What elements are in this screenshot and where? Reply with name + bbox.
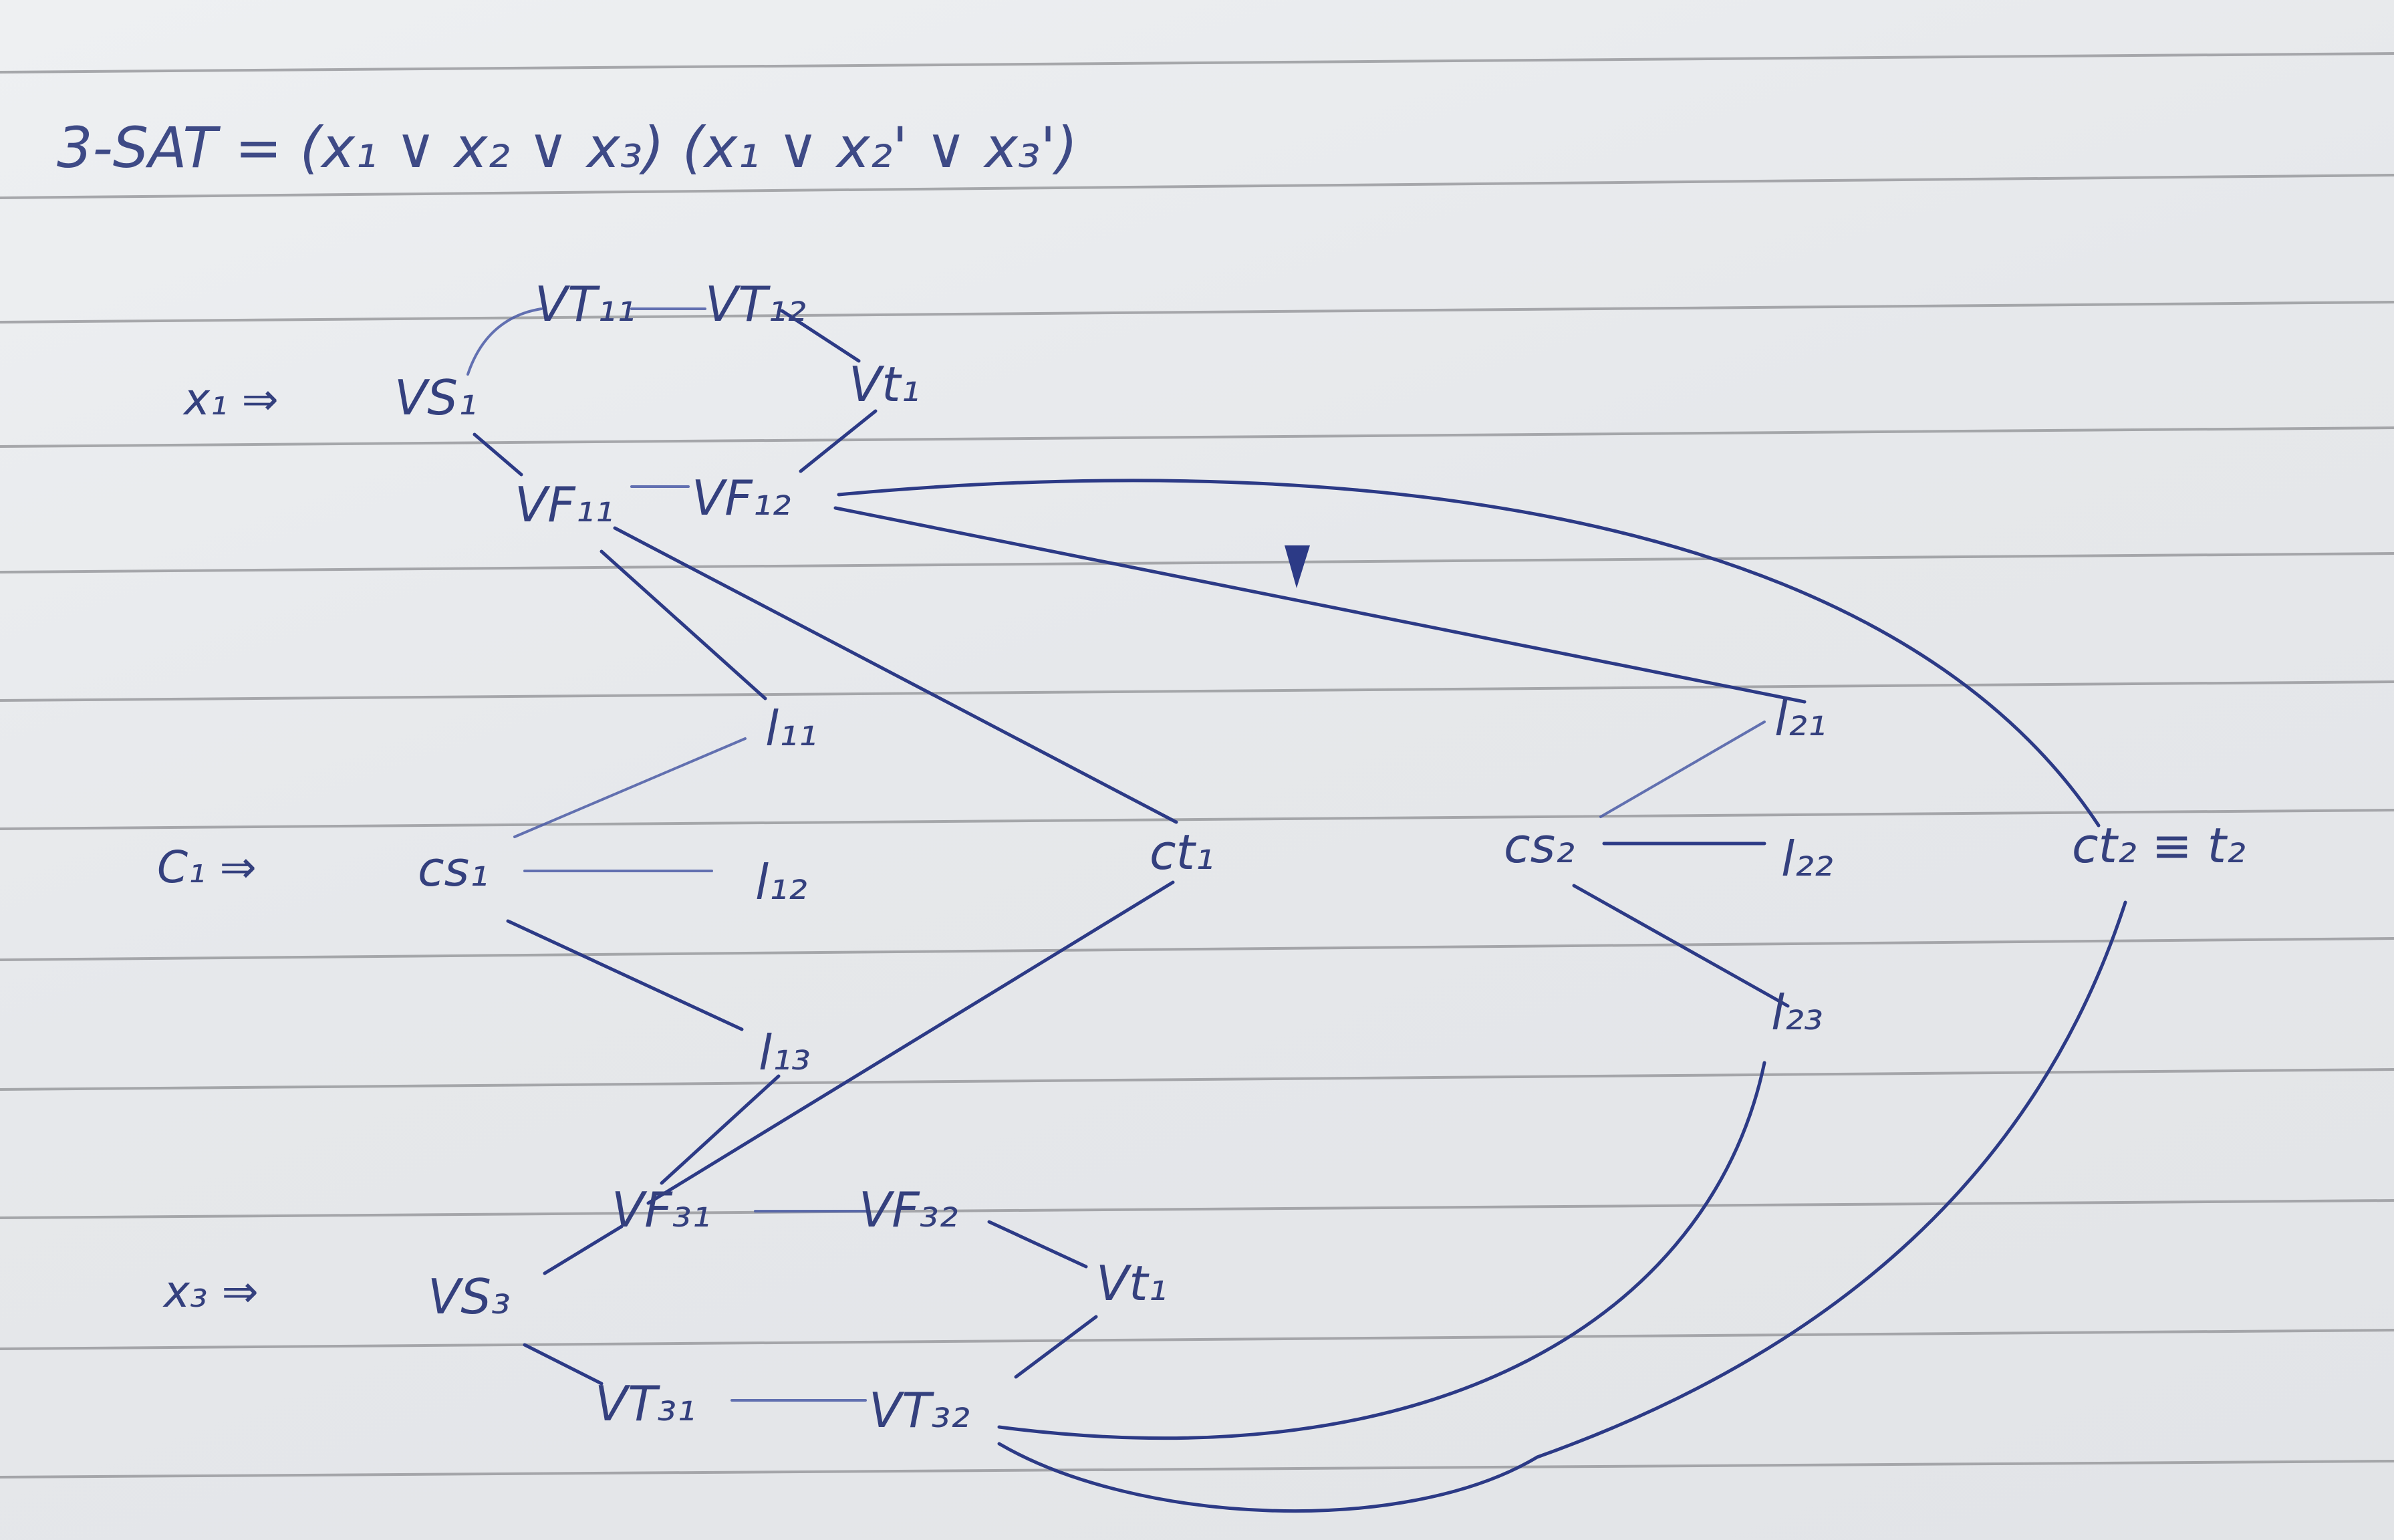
edge-vt32-ct2 bbox=[997, 900, 2127, 1513]
edge-cs2-l21 bbox=[1599, 721, 1766, 818]
node-vs3: VS₃ bbox=[428, 1269, 511, 1325]
row-label-c1: C₁ ⇒ bbox=[157, 842, 257, 893]
edge-vs1-vf11 bbox=[473, 432, 523, 477]
edge-cs1-l11 bbox=[513, 737, 747, 838]
node-vf32: VF₃₂ bbox=[859, 1182, 958, 1238]
node-l12: l₁₂ bbox=[755, 854, 807, 910]
edge-vf12-l21 bbox=[833, 506, 1807, 704]
edge-cs1-l13 bbox=[506, 919, 744, 1031]
node-vt32: VT₃₂ bbox=[869, 1382, 970, 1438]
edge-vf11-ct1 bbox=[613, 526, 1178, 824]
edge-vs3-vt31 bbox=[523, 1343, 604, 1386]
edge-vf12-ct2 bbox=[837, 479, 2101, 827]
row-label-x3: x₃ ⇒ bbox=[162, 1266, 259, 1317]
edge-l13-vf31 bbox=[660, 1074, 781, 1185]
node-cs2: cs₂ bbox=[1504, 817, 1575, 874]
node-ct1: ct₁ bbox=[1150, 824, 1214, 880]
node-vt12: VT₁₂ bbox=[705, 276, 806, 332]
edge-ct1-vf31 bbox=[646, 880, 1175, 1205]
edge-vs3-vf31 bbox=[543, 1225, 624, 1275]
edge-vf12-vt1 bbox=[799, 409, 878, 473]
node-l22: l₂₂ bbox=[1781, 831, 1833, 887]
arrowhead-icon bbox=[1285, 545, 1310, 588]
row-label-x1: x₁ ⇒ bbox=[182, 374, 279, 425]
edge-vt32-l23 bbox=[997, 1061, 1766, 1440]
edge-cs2-l23 bbox=[1572, 884, 1790, 1008]
node-vf12: VF₁₂ bbox=[692, 470, 791, 526]
node-ct2: ct₂ ≡ t₂ bbox=[2072, 817, 2246, 874]
node-l11: l₁₁ bbox=[765, 700, 817, 757]
graph-edges bbox=[467, 307, 2127, 1513]
formula-text: 3-SAT = (x₁ ∨ x₂ ∨ x₃) (x₁ ∨ x₂' ∨ x₃') bbox=[57, 115, 1077, 180]
node-vf31: VF₃₁ bbox=[612, 1182, 710, 1238]
node-vs1: VS₁ bbox=[394, 370, 477, 426]
edge-vf11-l11 bbox=[600, 549, 767, 700]
node-l13: l₁₃ bbox=[759, 1025, 811, 1081]
node-l21: l₂₁ bbox=[1774, 690, 1827, 747]
node-vt1-top: Vt₁ bbox=[849, 356, 920, 412]
edge-vs1-vt11 bbox=[467, 307, 543, 376]
node-vt1-bottom: Vt₁ bbox=[1096, 1255, 1167, 1311]
node-cs1: cs₁ bbox=[418, 841, 489, 897]
node-l23: l₂₃ bbox=[1771, 985, 1823, 1041]
edge-vt32-vt1 bbox=[1014, 1315, 1098, 1379]
edge-vt12-vt1 bbox=[780, 309, 861, 363]
node-vf11: VF₁₁ bbox=[515, 477, 614, 533]
node-vt31: VT₃₁ bbox=[595, 1376, 696, 1432]
node-vt11: VT₁₁ bbox=[535, 276, 636, 332]
edge-vf32-vt1 bbox=[987, 1220, 1088, 1269]
ruled-lines bbox=[0, 52, 2394, 1479]
